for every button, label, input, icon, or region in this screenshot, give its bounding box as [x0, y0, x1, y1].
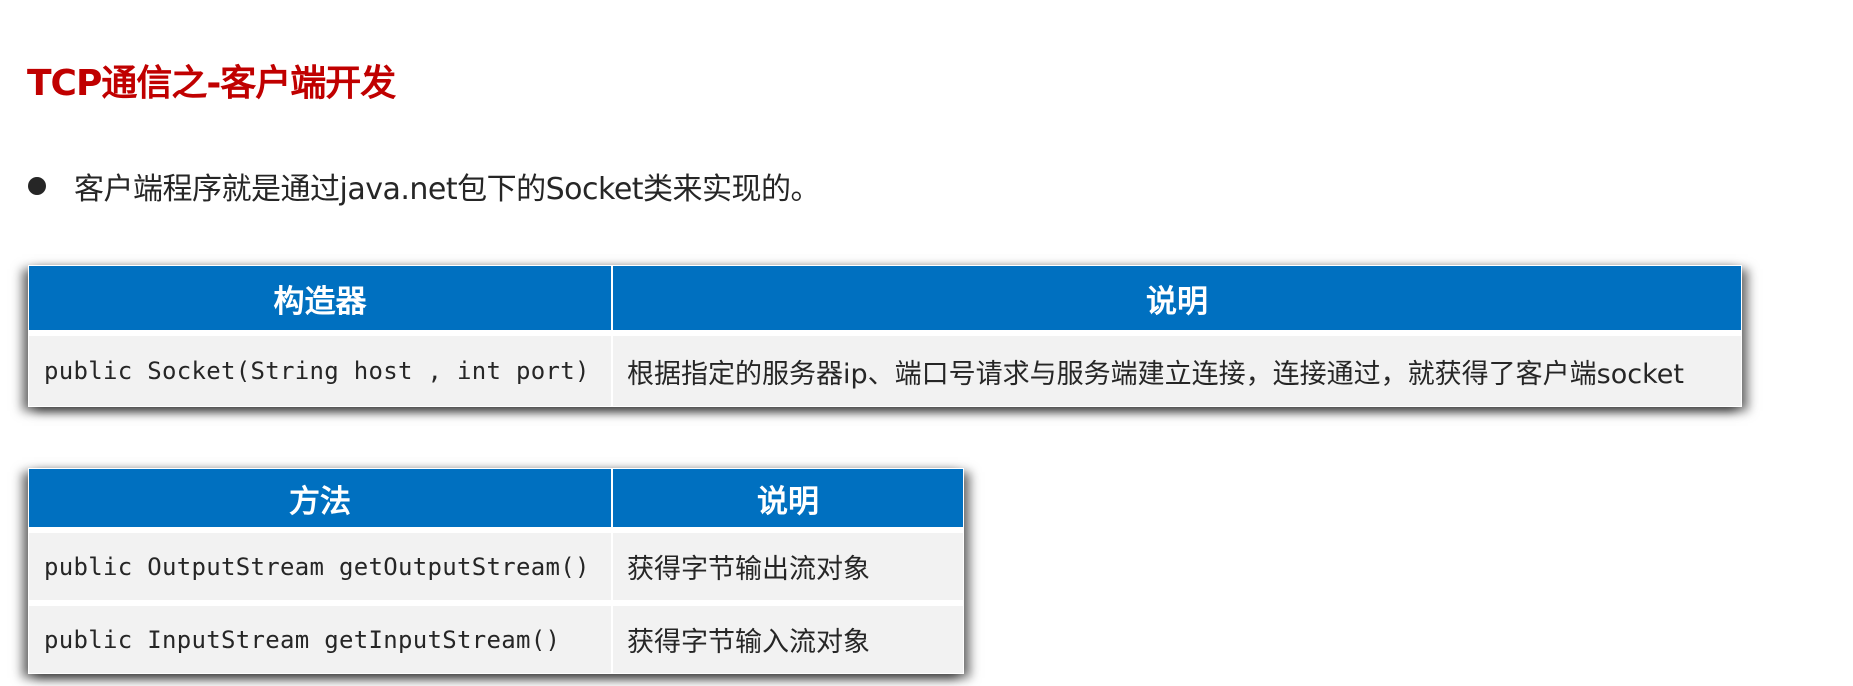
table-header-row: 构造器 说明 — [29, 266, 1741, 336]
header-description: 说明 — [613, 266, 1741, 336]
table-row: public OutputStream getOutputStream() 获得… — [29, 533, 963, 607]
constructor-description: 根据指定的服务器ip、端口号请求与服务端建立连接，连接通过，就获得了客户端soc… — [613, 336, 1741, 406]
bullet-dot-icon — [28, 177, 46, 195]
table-row: public Socket(String host , int port) 根据… — [29, 336, 1741, 406]
constructor-table: 构造器 说明 public Socket(String host , int p… — [28, 265, 1742, 407]
constructor-signature: public Socket(String host , int port) — [29, 336, 613, 406]
method-table: 方法 说明 public OutputStream getOutputStrea… — [28, 468, 964, 674]
method-description: 获得字节输入流对象 — [613, 606, 963, 673]
bullet-point: 客户端程序就是通过java.net包下的Socket类来实现的。 — [28, 164, 821, 208]
method-signature: public OutputStream getOutputStream() — [29, 533, 613, 607]
header-method: 方法 — [29, 469, 613, 533]
header-constructor: 构造器 — [29, 266, 613, 336]
table-row: public InputStream getInputStream() 获得字节… — [29, 606, 963, 673]
header-description: 说明 — [613, 469, 963, 533]
slide-title: TCP通信之-客户端开发 — [27, 63, 396, 104]
method-signature: public InputStream getInputStream() — [29, 606, 613, 673]
method-description: 获得字节输出流对象 — [613, 533, 963, 607]
table-header-row: 方法 说明 — [29, 469, 963, 533]
bullet-text: 客户端程序就是通过java.net包下的Socket类来实现的。 — [74, 172, 821, 207]
